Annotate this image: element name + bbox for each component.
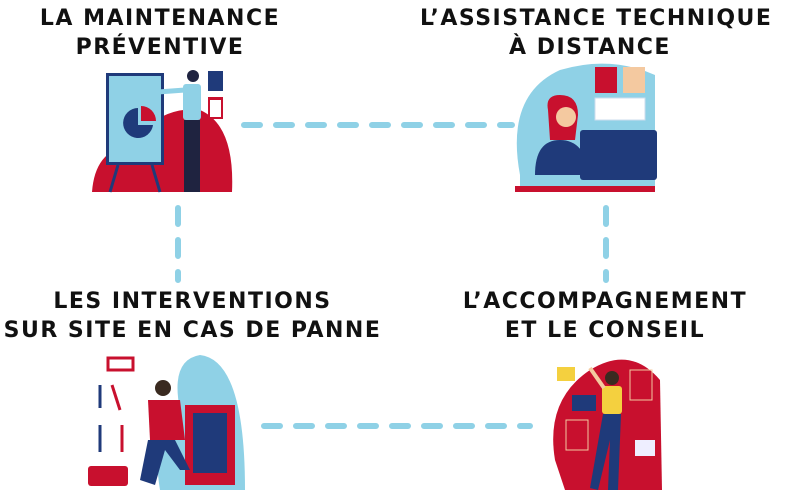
title-onsite-interventions: LES INTERVENTIONS SUR SITE EN CAS DE PAN… [0,287,385,345]
title-line: L’ACCOMPAGNEMENT [462,289,748,314]
title-line: ET LE CONSEIL [504,318,706,343]
title-support-advice: L’ACCOMPAGNEMENT ET LE CONSEIL [440,287,770,345]
title-line: SUR SITE EN CAS DE PANNE [3,318,382,343]
title-line: LES INTERVENTIONS [53,289,332,314]
title-line: LA MAINTENANCE [39,6,281,31]
title-line: PRÉVENTIVE [75,35,245,60]
title-line: L’ASSISTANCE TECHNIQUE [420,6,773,31]
title-line: À DISTANCE [509,35,671,60]
title-preventive-maintenance: LA MAINTENANCE PRÉVENTIVE [10,4,310,62]
title-remote-assistance: L’ASSISTANCE TECHNIQUE À DISTANCE [420,4,773,62]
